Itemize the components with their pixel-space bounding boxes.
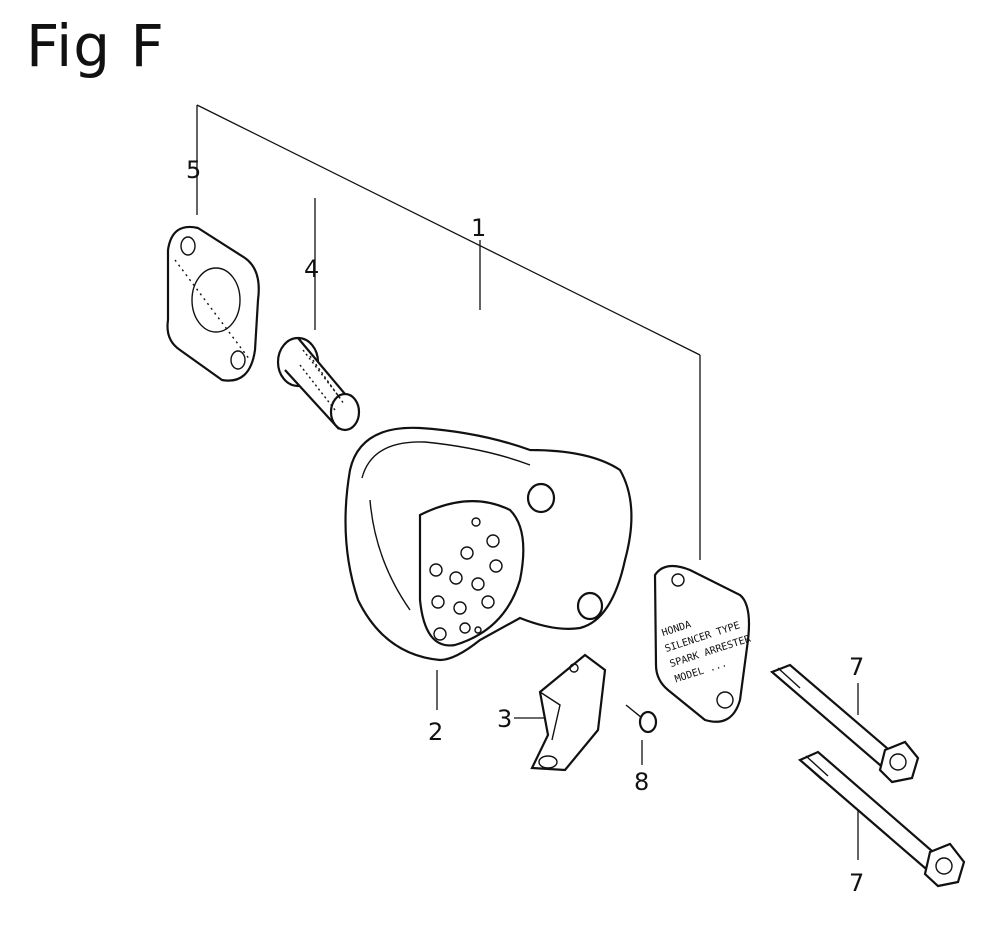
muffler-part-2 xyxy=(344,426,633,662)
bracket-part-3 xyxy=(530,653,607,772)
screen-part-4 xyxy=(276,336,361,432)
label-plate: HONDA SILENCER TYPE SPARK ARRESTER MODEL… xyxy=(653,564,753,723)
callout-7-lower: 7 xyxy=(849,869,864,897)
bolt-part-7-upper xyxy=(769,663,920,784)
callout-7-upper: 7 xyxy=(849,653,864,681)
callout-3: 3 xyxy=(497,705,512,733)
muffler-holes xyxy=(429,517,503,641)
bolt-part-7-lower xyxy=(797,750,966,888)
screw-part-8 xyxy=(625,704,658,734)
gasket-part-5 xyxy=(166,225,260,382)
figure-title: Fig F xyxy=(26,12,165,80)
callout-4: 4 xyxy=(304,255,319,283)
callout-2: 2 xyxy=(428,718,443,746)
callout-8: 8 xyxy=(634,768,649,796)
callout-1: 1 xyxy=(471,214,486,242)
leader-lines xyxy=(196,104,859,860)
callout-5: 5 xyxy=(186,156,201,184)
